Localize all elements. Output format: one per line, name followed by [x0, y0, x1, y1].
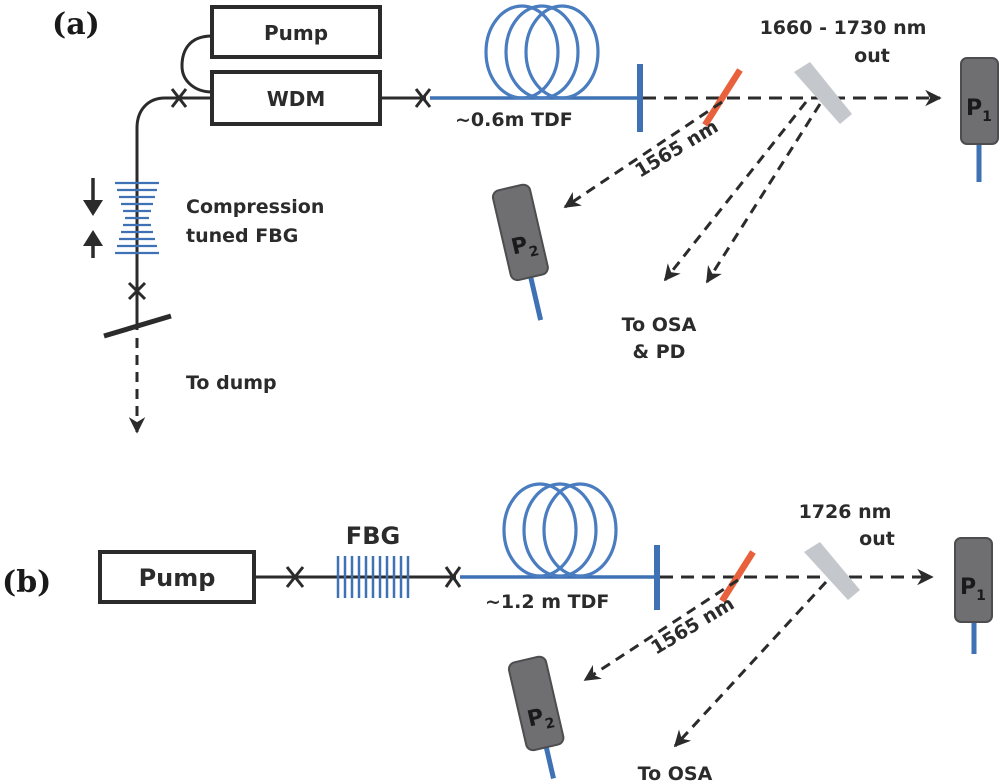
splice-b2	[444, 566, 462, 588]
out-label-b-line2: out	[859, 528, 895, 550]
dichroic-mirror-b	[719, 550, 756, 603]
dichroic-mirror-a	[702, 68, 743, 127]
osa-beam-b	[673, 580, 828, 748]
p1-b-sub: 1	[976, 588, 986, 604]
p1-a-sub: 1	[982, 109, 992, 125]
detector-p1-a: P1	[960, 57, 999, 182]
osa-beam-a2	[705, 103, 822, 284]
pump-wdm-connector	[180, 34, 213, 94]
reflected-beam-a	[563, 100, 723, 209]
detector-p1-b: P1	[954, 537, 993, 654]
dump-label: To dump	[186, 372, 277, 394]
tdf-coil-a	[484, 4, 600, 100]
prism-b	[804, 542, 860, 600]
reflect-label-b: 1565 nm	[647, 593, 738, 660]
p2-a-sub: 2	[528, 243, 541, 261]
compression-tuned-fbg	[115, 181, 159, 255]
detector-p2-b: P2	[507, 655, 565, 780]
tdf-label-b: ~1.2 m TDF	[485, 591, 609, 613]
fbg-label-b: FBG	[346, 522, 400, 550]
compression-arrow-up	[83, 230, 103, 258]
fbg-b	[336, 556, 410, 598]
osa-label-b: To OSA	[638, 763, 713, 784]
splice-a3	[414, 88, 432, 108]
out-label-a-line2: out	[854, 45, 890, 67]
p1-a-label: P	[966, 96, 982, 121]
fiber-wdm-to-fbg	[135, 96, 212, 330]
panel-b: (b) Pump FBG	[2, 482, 993, 784]
tdf-label-a: ~0.6m TDF	[455, 109, 573, 131]
p2-a-label: P	[509, 232, 530, 260]
out-label-a-line1: 1660 - 1730 nm	[760, 17, 927, 39]
panel-a: (a) Pump WDM	[52, 4, 999, 434]
tdf-coil-b	[502, 482, 618, 578]
wdm-a-label: WDM	[267, 87, 326, 111]
osa-label-a-line1: To OSA	[622, 314, 697, 336]
p2-b-sub: 2	[544, 715, 557, 733]
wdm-a: WDM	[210, 70, 382, 126]
splice-a2	[127, 281, 147, 301]
splice-a1	[170, 88, 188, 108]
p1-b-label: P	[960, 575, 976, 600]
osa-label-a-line2: & PD	[633, 341, 686, 363]
compression-arrow-down	[83, 178, 103, 216]
splice-b1	[285, 566, 305, 588]
svg-text:P1: P1	[966, 96, 992, 125]
detector-p2-a: P2	[491, 183, 549, 321]
out-label-b-line1: 1726 nm	[799, 501, 892, 523]
panel-a-label: (a)	[52, 7, 100, 42]
fbg-label-a-line2: tuned FBG	[186, 225, 298, 247]
pump-a: Pump	[210, 5, 382, 59]
svg-text:P2: P2	[525, 702, 557, 736]
svg-text:P2: P2	[509, 230, 541, 264]
reflect-label-a: 1565 nm	[631, 116, 722, 183]
svg-text:P1: P1	[960, 575, 986, 604]
pump-a-label: Pump	[264, 21, 328, 45]
panel-b-label: (b)	[2, 565, 51, 600]
fbg-label-a-line1: Compression	[186, 196, 324, 218]
osa-beam-a1	[663, 101, 808, 282]
pump-b-label: Pump	[139, 564, 216, 592]
prism-a	[794, 62, 852, 124]
dump-mirror	[103, 313, 172, 339]
p2-b-label: P	[525, 704, 546, 732]
pump-b: Pump	[98, 550, 256, 604]
reflected-beam-b	[583, 578, 739, 682]
